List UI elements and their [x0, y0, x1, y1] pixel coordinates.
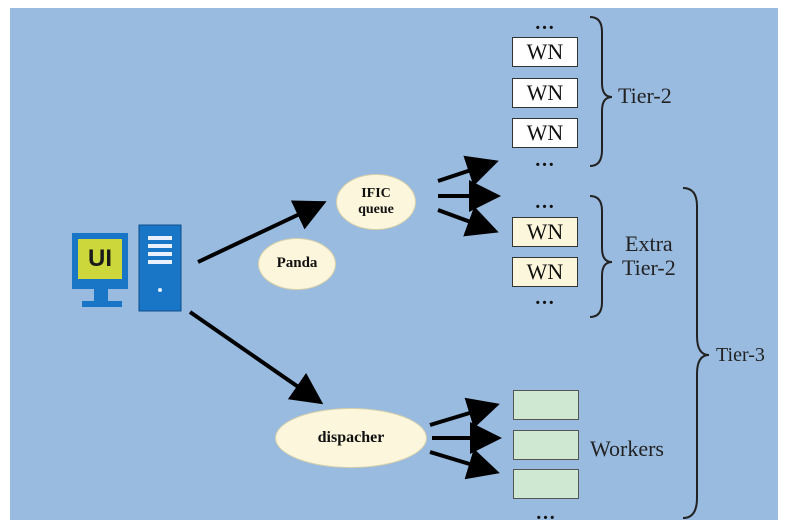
extra-tier2-label: Extra Tier-2: [622, 231, 676, 281]
tier2-ellipsis-top: …: [534, 12, 556, 34]
brace-tier2: [589, 16, 613, 167]
extra-tier2-wn-1: WN: [512, 217, 578, 247]
worker-box-3: [513, 469, 579, 499]
workers-ellipsis: …: [535, 502, 557, 524]
arrow-ific-3: [437, 206, 499, 237]
dispatcher-node: dispacher: [275, 408, 427, 468]
tier2-ellipsis-bottom: …: [534, 149, 556, 171]
ific-queue-node: IFIC queue: [336, 174, 416, 230]
arrow-disp-3: [429, 448, 500, 480]
brace-tier3: [682, 187, 710, 519]
extra-tier2-ellipsis-bottom: …: [534, 287, 556, 309]
ui-label: UI: [88, 245, 112, 272]
tier3-label: Tier-3: [716, 344, 765, 366]
tier2-label: Tier-2: [618, 83, 672, 108]
worker-box-1: [513, 390, 579, 420]
tier2-wn-2: WN: [512, 78, 578, 108]
tier2-wn-3: WN: [512, 118, 578, 148]
extra-tier2-wn-2: WN: [512, 257, 578, 287]
workers-label: Workers: [590, 436, 664, 461]
extra-tier2-ellipsis-top: …: [534, 191, 556, 213]
arrow-disp-1: [429, 397, 500, 429]
brace-extra-tier2: [589, 195, 613, 318]
arrow-ui-to-dispatcher: [188, 310, 324, 405]
computer-icon: [72, 224, 182, 312]
arrow-ui-to-ific: [197, 200, 327, 264]
panda-node: Panda: [258, 238, 336, 290]
worker-box-2: [513, 430, 579, 460]
arrow-ific-1: [437, 155, 499, 187]
tier2-wn-1: WN: [512, 37, 578, 67]
